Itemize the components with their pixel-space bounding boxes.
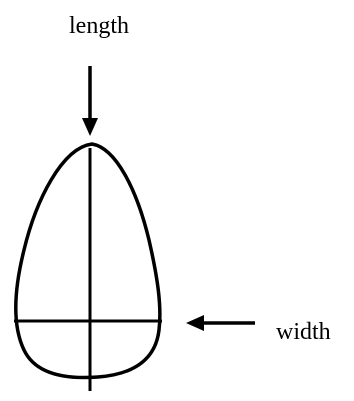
length-label: length bbox=[69, 13, 129, 39]
width-label: width bbox=[276, 319, 331, 345]
length-arrow bbox=[82, 66, 98, 136]
width-arrow bbox=[186, 315, 255, 331]
seed-outline bbox=[14, 142, 162, 380]
